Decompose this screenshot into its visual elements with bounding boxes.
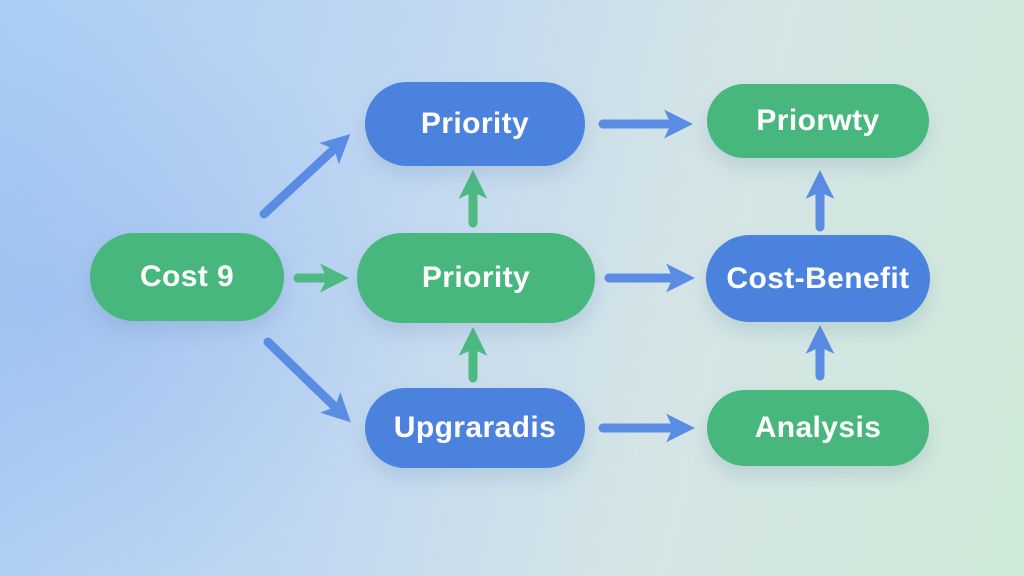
node-label: Priorwty xyxy=(756,104,880,137)
node-priority-top: Priority xyxy=(365,82,585,166)
arrow-cost9-to-upgraradis xyxy=(263,337,351,423)
node-label: Cost 9 xyxy=(139,260,235,293)
node-analysis: Analysis xyxy=(707,390,929,466)
node-priorwty: Priorwty xyxy=(707,84,929,158)
node-label: Priority xyxy=(420,107,530,140)
node-label: Analysis xyxy=(754,411,882,444)
node-label: Cost-Benefit xyxy=(726,261,910,295)
node-upgraradis: Upgraradis xyxy=(365,388,585,468)
node-priority-mid: Priority xyxy=(357,233,595,323)
node-label: Priority xyxy=(421,261,531,294)
arrow-cost9-to-priority-top xyxy=(259,134,351,219)
node-cost9: Cost 9 xyxy=(90,233,284,321)
node-cost-benefit: Cost-Benefit xyxy=(706,235,930,322)
node-label: Upgraradis xyxy=(393,411,557,444)
